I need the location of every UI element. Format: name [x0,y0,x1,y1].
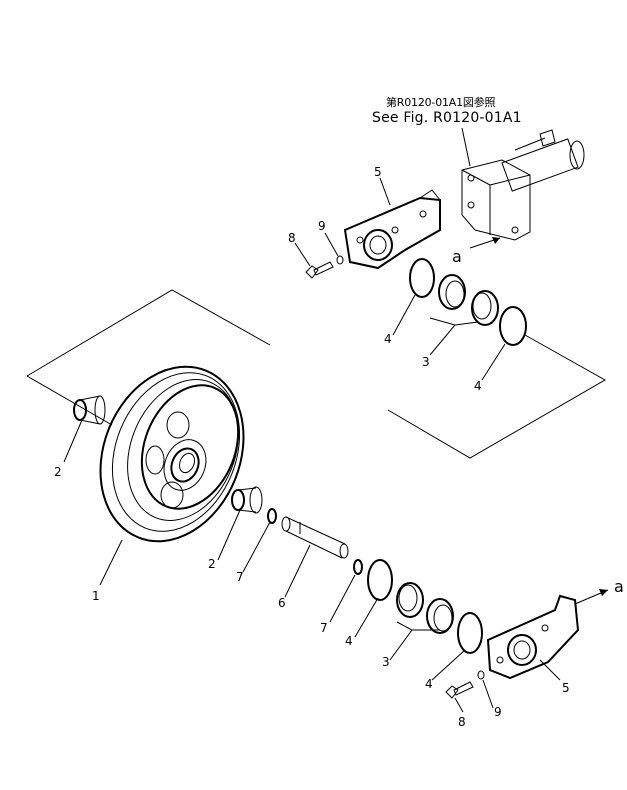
washer-top [336,255,344,265]
floating-seal-top [438,274,499,326]
callout-4-bottom-left: 4 [345,634,353,648]
callout-3-top: 3 [422,355,430,369]
floating-seal-bottom [396,582,454,634]
shaft [281,516,349,559]
bolt-top [305,261,334,279]
reference-leader [461,127,471,167]
callout-4-top-left: 4 [384,332,392,346]
bushing-left [73,395,106,425]
callout-2-left: 2 [54,465,62,479]
upper-arrow-head [492,237,500,244]
idler-wheel [99,365,245,543]
upper-bracket-assembly [461,129,585,241]
callout-8-top: 8 [288,231,296,245]
callout-9-top: 9 [318,219,326,233]
callout-5-bottom: 5 [562,681,570,695]
callout-7-right: 7 [320,621,328,635]
o-ring-small-left [267,508,277,524]
washer-bottom [477,670,485,680]
callout-7-left: 7 [236,570,244,584]
leader-lines [63,177,561,713]
support-bracket-bottom [486,594,580,680]
support-bracket-top [343,189,442,270]
callout-8-bottom: 8 [458,715,466,729]
o-ring-bottom-left [367,559,393,601]
bushing-mid [231,486,263,514]
lower-arrow-head [599,589,608,596]
callout-4-top-right: 4 [474,379,482,393]
callout-2-mid: 2 [208,557,216,571]
callout-4-bottom-right: 4 [425,677,433,691]
upper-arrow-label: a [452,247,462,266]
o-ring-top-left [409,258,435,298]
o-ring-small-right [353,559,363,575]
callout-3-bottom: 3 [382,655,390,669]
assembly-outline [26,289,607,459]
callout-1: 1 [92,589,100,603]
callout-9-bottom: 9 [494,705,502,719]
o-ring-bottom-right [457,612,483,654]
bolt-bottom [445,681,474,699]
reference-note-english: See Fig. R0120-01A1 [372,110,522,126]
reference-note-japanese: 第R0120-01A1図参照 [386,96,496,109]
lower-arrow-label: a [614,577,624,596]
o-ring-top-right [499,306,527,346]
callout-6: 6 [278,596,286,610]
callout-5-top: 5 [374,165,382,179]
